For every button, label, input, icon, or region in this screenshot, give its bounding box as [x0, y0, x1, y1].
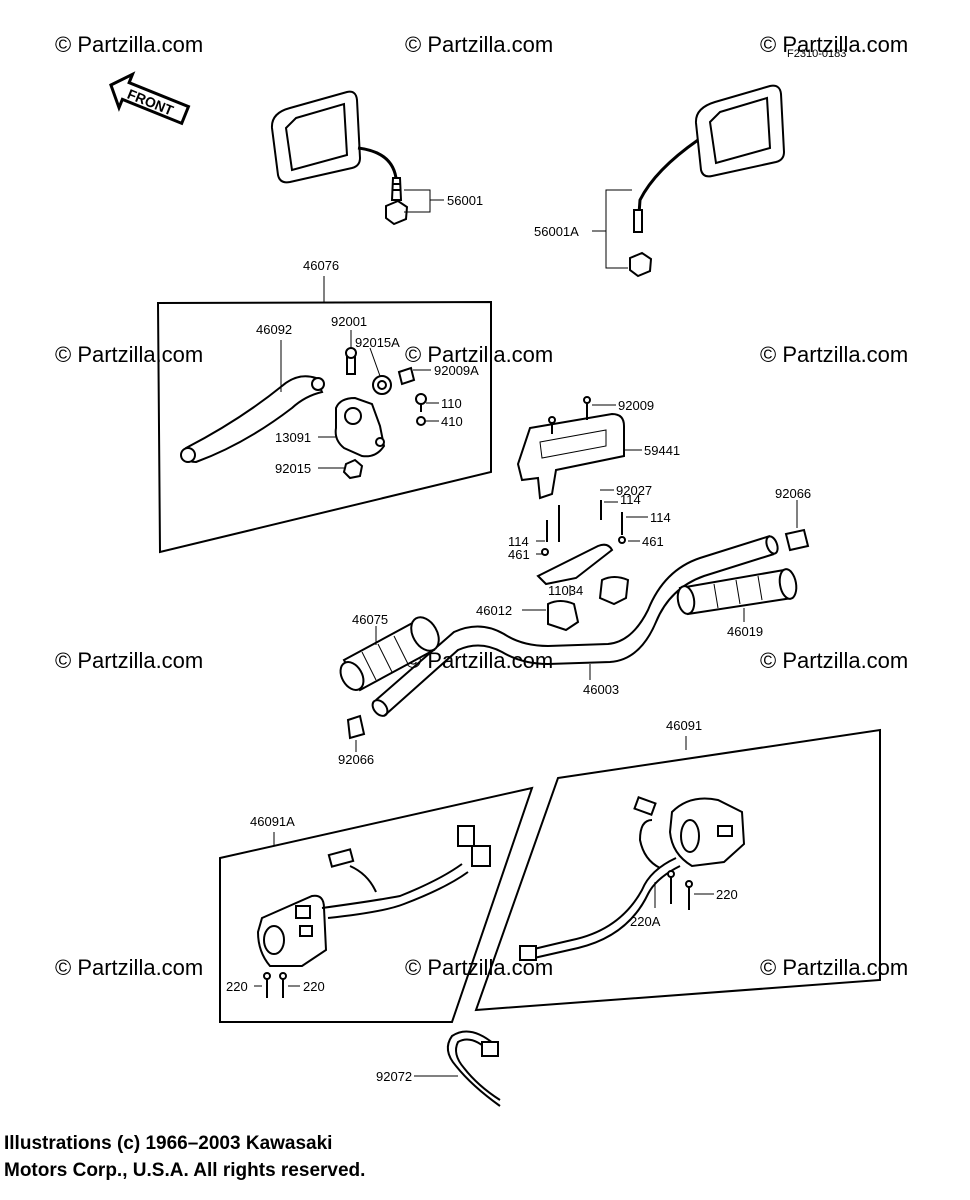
part-label-46091A: 46091A: [250, 814, 295, 829]
part-label-92015A: 92015A: [355, 335, 400, 350]
part-label-46019: 46019: [727, 624, 763, 639]
leader-lines: [318, 330, 439, 469]
part-label-46092: 46092: [256, 322, 292, 337]
left-grip: [339, 616, 440, 692]
watermark: © Partzilla.com: [760, 648, 908, 673]
lever-assembly-frame: [156, 300, 492, 554]
part-label-56001: 56001: [447, 193, 483, 208]
right-grip: [676, 568, 798, 616]
part-label-13091: 13091: [275, 430, 311, 445]
leader-lines: [592, 189, 632, 269]
watermarks: © Partzilla.com © Partzilla.com © Partzi…: [55, 32, 908, 980]
part-label-461: 461: [508, 547, 530, 562]
part-label-220: 220: [303, 979, 325, 994]
part-label-220: 220: [716, 887, 738, 902]
watermark: © Partzilla.com: [405, 32, 553, 57]
part-label-92001: 92001: [331, 314, 367, 329]
part-label-114: 114: [620, 492, 641, 507]
part-label-56001A: 56001A: [534, 224, 579, 239]
front-arrow: FRONT: [109, 71, 191, 126]
part-label-46012: 46012: [476, 603, 512, 618]
right-mirror: [629, 84, 786, 278]
part-label-92072: 92072: [376, 1069, 412, 1084]
part-label-46091: 46091: [666, 718, 702, 733]
handlebar-cover: [516, 396, 625, 500]
wire-band: [446, 1030, 501, 1107]
part-label-46075: 46075: [352, 612, 388, 627]
part-label-46003: 46003: [583, 682, 619, 697]
watermark: © Partzilla.com: [55, 342, 203, 367]
watermark: © Partzilla.com: [760, 955, 908, 980]
part-label-92015: 92015: [275, 461, 311, 476]
left-switch-frame: [219, 786, 534, 1023]
part-label-46076: 46076: [303, 258, 339, 273]
part-label-114: 114: [508, 534, 529, 549]
part-label-92027: 92027: [616, 483, 652, 498]
left-mirror: [270, 90, 409, 226]
part-label-114: 114: [650, 510, 671, 525]
part-label-11034: 11034: [548, 583, 583, 598]
part-label-220: 220: [226, 979, 248, 994]
right-handlebar-switch: [519, 796, 746, 961]
left-handlebar-switch: [256, 825, 491, 998]
diagram-code: F2310-0183: [787, 48, 846, 60]
lever-holder: [334, 347, 427, 480]
part-label-92009A: 92009A: [434, 363, 479, 378]
part-label-59441: 59441: [644, 443, 680, 458]
part-label-461: 461: [642, 534, 664, 549]
handlebar-holder-bracket: [536, 500, 630, 632]
part-label-110: 110: [441, 396, 462, 411]
watermark: © Partzilla.com: [55, 648, 203, 673]
watermark: © Partzilla.com: [760, 32, 908, 57]
copyright-notice: Illustrations (c) 1966–2003 Kawasaki Mot…: [4, 1130, 365, 1184]
part-label-220A: 220A: [630, 914, 661, 929]
copyright-line: Motors Corp., U.S.A. All rights reserved…: [4, 1160, 366, 1181]
part-label-92009: 92009: [618, 398, 654, 413]
brake-lever: [180, 375, 325, 464]
part-label-92066: 92066: [775, 486, 811, 501]
watermark: © Partzilla.com: [55, 955, 203, 980]
right-switch-frame: [474, 728, 881, 1012]
bar-end-weight: [346, 528, 810, 740]
part-label-92066: 92066: [338, 752, 374, 767]
leader-lines: [522, 585, 571, 611]
handlebar: [371, 535, 779, 717]
copyright-line: Illustrations (c) 1966–2003 Kawasaki: [4, 1133, 333, 1154]
watermark: © Partzilla.com: [760, 342, 908, 367]
watermark: © Partzilla.com: [55, 32, 203, 57]
part-label-410: 410: [441, 414, 463, 429]
watermark: © Partzilla.com: [405, 342, 553, 367]
leader-lines: [404, 189, 444, 213]
